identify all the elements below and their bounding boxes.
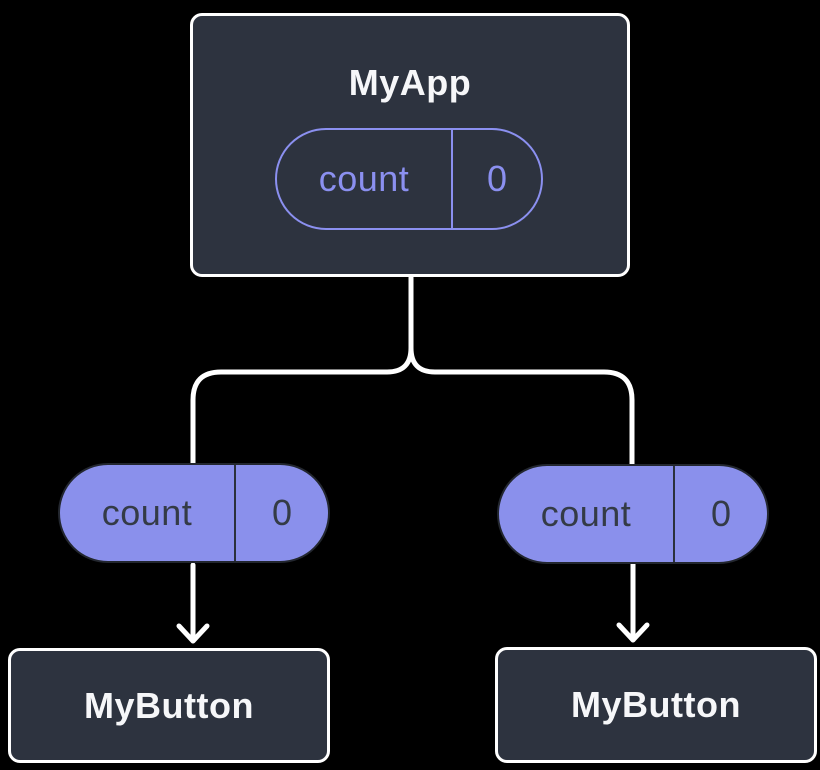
node-myapp [190, 13, 630, 277]
branch-right-line [408, 275, 635, 468]
arrow-right-head [616, 622, 650, 643]
branch-left-line [190, 275, 414, 467]
state-pill-myapp: count 0 [275, 128, 543, 230]
node-mybutton-left-title: MyButton [84, 684, 254, 726]
prop-name-label: count [60, 465, 236, 561]
state-name-label: count [277, 130, 453, 228]
node-myapp-title: MyApp [348, 62, 472, 103]
prop-pill-left: count 0 [58, 463, 330, 563]
state-value-label: 0 [486, 158, 508, 199]
prop-pill-right: count 0 [497, 464, 769, 564]
prop-value-label: 0 [271, 492, 293, 533]
node-mybutton-left: MyButton [8, 648, 330, 763]
arrow-left-head [176, 623, 210, 644]
prop-name-label: count [499, 466, 675, 562]
node-mybutton-right-title: MyButton [571, 684, 741, 725]
prop-value-label: 0 [710, 493, 732, 534]
node-mybutton-right: MyButton [495, 647, 817, 763]
